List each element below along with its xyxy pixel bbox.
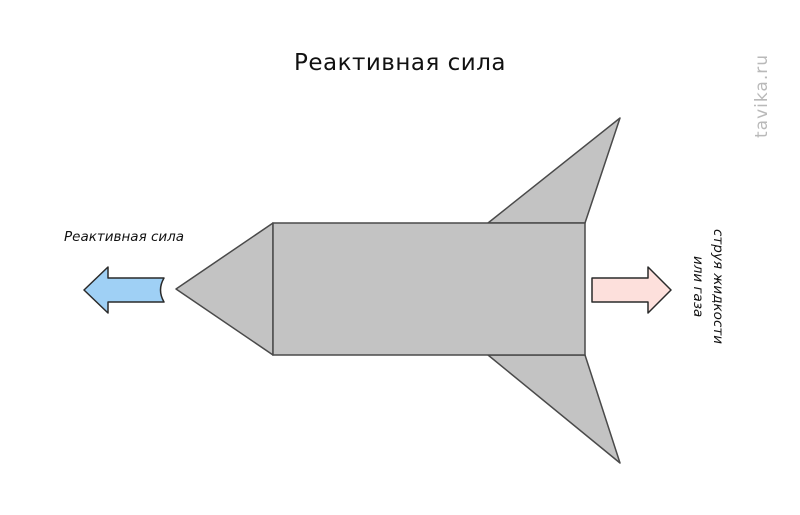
jet-stream-label: струя жидкости или газа xyxy=(676,222,728,352)
reactive-force-label: Реактивная сила xyxy=(64,229,185,245)
diagram-title: Реактивная сила xyxy=(293,50,507,76)
jet-stream-label-line1: струя жидкости xyxy=(710,229,726,345)
jet-stream-arrow xyxy=(591,266,672,314)
rocket-lower-fin xyxy=(487,354,621,464)
rocket-upper-fin xyxy=(487,117,621,224)
rocket-body xyxy=(272,222,586,356)
jet-stream-label-line2: или газа xyxy=(690,256,706,318)
rocket-nose-cone xyxy=(175,222,274,356)
reactive-force-arrow xyxy=(83,266,165,314)
